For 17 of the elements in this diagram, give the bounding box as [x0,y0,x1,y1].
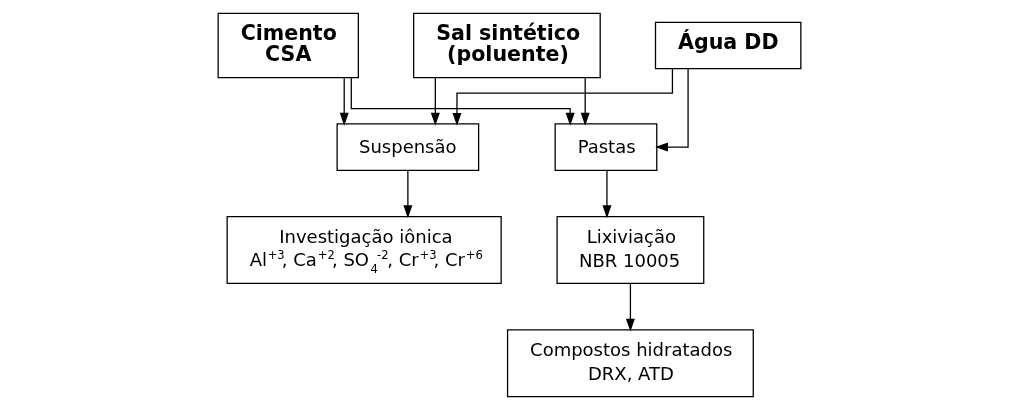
arrow [430,77,440,126]
arrow [402,169,412,219]
arrow [350,77,575,126]
arrow [339,77,349,126]
arrow [601,169,611,219]
node-box: Pastas [554,123,657,171]
node-box: Sal sintético (poluente) [412,12,601,79]
node-box: Compostos hidratados DRX, ATD [506,329,754,398]
node-box: Cimento CSA [217,12,359,79]
node-box: Suspensão [336,123,479,171]
node-box: Água DD [654,21,801,70]
arrow [625,283,635,332]
arrow [451,68,673,126]
arrow [654,68,689,152]
node-box: Lixiviação NBR 10005 [555,215,704,285]
arrow [580,77,590,126]
node-box: Investigação iônica Al$^{+3}$, Ca$^{+2}$, SO$_{4}$$^{-2}$, Cr$^{+3}$, Cr$^{+6}$ [226,215,502,285]
